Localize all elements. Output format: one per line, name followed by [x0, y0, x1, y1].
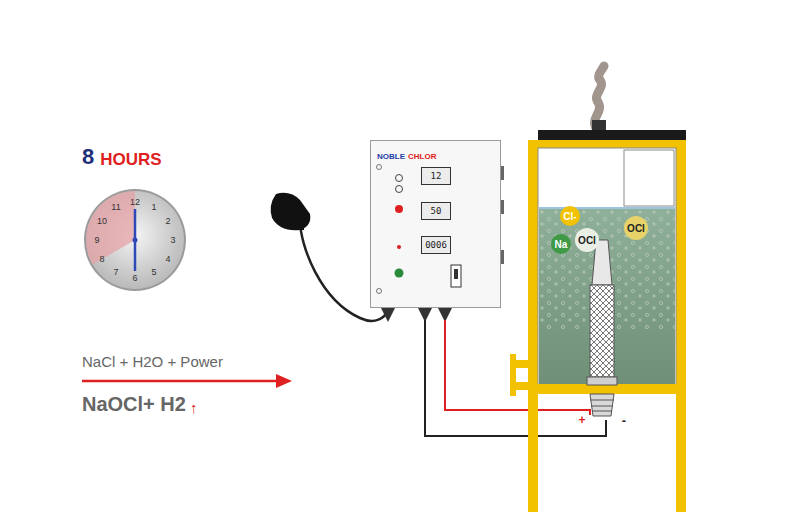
gas-arrow: ↑ — [190, 400, 198, 415]
clock-rim — [84, 189, 186, 291]
outlet-pipe — [514, 382, 528, 390]
clock-numeral: 10 — [97, 217, 107, 226]
terminal-ring — [592, 411, 612, 412]
clock-pivot — [133, 238, 138, 243]
gland — [381, 308, 395, 322]
outlet-pipe — [514, 360, 528, 368]
switch-toggle — [454, 269, 458, 279]
frame-post — [528, 140, 538, 512]
indicator-lamp — [395, 205, 403, 213]
digital-display: 0006 — [421, 236, 451, 254]
terminal-polarity: + — [578, 414, 585, 426]
ion-label: OCl — [578, 235, 596, 246]
display-reading: 0006 — [425, 240, 447, 250]
liquid-surface — [539, 207, 675, 209]
ion-label: OCl — [627, 223, 645, 234]
tank-compartment — [624, 150, 674, 206]
display-reading: 50 — [431, 206, 442, 216]
electrode-mesh — [590, 285, 614, 377]
clock-numeral: 4 — [165, 255, 170, 264]
knob — [396, 175, 403, 182]
terminal-polarity: - — [622, 414, 626, 427]
digital-display: 12 — [421, 167, 451, 185]
duration-unit: HOURS — [100, 151, 161, 168]
plug-neck — [296, 222, 304, 230]
ion-circle: Cl- — [560, 206, 580, 226]
plug-body — [271, 193, 311, 230]
clock-numeral: 8 — [100, 255, 105, 264]
frame-bar — [528, 140, 686, 148]
clock-numeral: 11 — [111, 203, 120, 212]
clock-numeral: 7 — [113, 268, 118, 277]
screw — [377, 165, 382, 170]
terminal-ring — [591, 406, 613, 407]
brand-name: NOBLE — [377, 152, 405, 161]
duration-number: 8 — [82, 146, 94, 168]
ion-circle: Na — [551, 234, 571, 254]
tank-vessel — [538, 148, 676, 386]
frame-post — [676, 140, 686, 512]
clock-numeral: 3 — [170, 236, 175, 245]
tank — [510, 66, 686, 512]
reaction-products: NaOCl+ H2 — [82, 394, 186, 414]
tank-lid — [538, 130, 686, 140]
brand-name: CHLOR — [408, 152, 436, 161]
electrolyte — [539, 208, 675, 385]
switch — [451, 265, 461, 287]
arrow-shaft — [82, 380, 278, 383]
clock-numeral: 9 — [94, 236, 99, 245]
terminal-ring — [590, 400, 614, 401]
hydrogen-vapour — [594, 66, 604, 128]
electrode-base — [587, 377, 617, 385]
clock-numeral: 1 — [151, 203, 156, 212]
gland — [418, 308, 432, 322]
ion-circle: OCl — [575, 228, 599, 252]
display-reading: 12 — [431, 171, 442, 181]
terminal — [590, 394, 614, 416]
clock — [84, 189, 186, 291]
arrow-head — [276, 374, 292, 388]
clock-numeral: 12 — [130, 198, 140, 207]
digital-display: 50 — [421, 202, 451, 220]
ion-label: Na — [555, 239, 568, 250]
gland — [438, 308, 452, 322]
clock-face — [86, 191, 184, 289]
indicator-lamp — [397, 245, 401, 249]
ion-label: Cl- — [563, 211, 576, 222]
reaction-arrow — [82, 374, 292, 388]
screw — [377, 289, 382, 294]
reaction-inputs: NaCl + H2O + Power — [82, 354, 223, 369]
clock-sector — [86, 191, 135, 265]
clock-numeral: 6 — [132, 274, 137, 283]
ion-circle: OCl — [624, 216, 648, 240]
knob — [396, 186, 403, 193]
control-panel: NOBLECHLOR 12 50 0006 — [370, 140, 501, 308]
clock-numeral: 2 — [165, 217, 170, 226]
indicator-lamp — [395, 269, 404, 278]
clock-numeral: 5 — [151, 268, 156, 277]
